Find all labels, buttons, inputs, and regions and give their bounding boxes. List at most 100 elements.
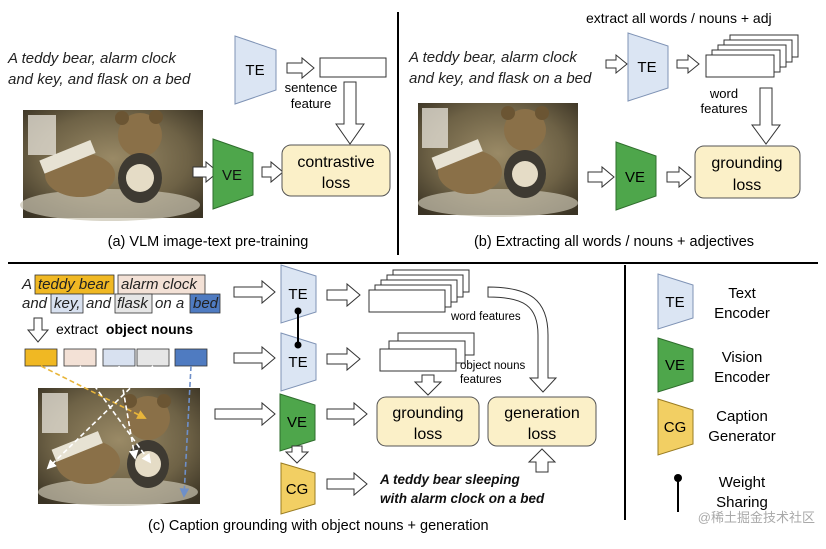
panel-c-word-features-stack xyxy=(368,269,470,313)
panel-a-arrow-feature-loss xyxy=(335,81,365,145)
panel-c-caption-a: A xyxy=(21,276,32,293)
panel-b-text-encoder xyxy=(627,32,669,102)
panel-c-text-encoder-1 xyxy=(280,264,317,324)
panel-b-word-features-line2: features xyxy=(701,101,748,116)
noun-highlight-bed xyxy=(189,293,221,314)
panel-c-noun-flask: flask xyxy=(117,295,149,312)
panel-c-generation-line1: generation xyxy=(504,405,580,422)
panel-c-ve-label: VE xyxy=(287,414,307,431)
panel-b-word-features-stack xyxy=(705,34,799,78)
panel-a-vision-encoder xyxy=(212,138,254,210)
panel-c-arrow-nouns-grounding xyxy=(413,374,443,396)
panel-c-grounding-loss-box xyxy=(376,396,480,447)
panel-c-noun-bed: bed xyxy=(193,295,219,312)
panel-b-ve-label: VE xyxy=(625,169,645,186)
panel-a-loss-line1: contrastive xyxy=(297,154,374,171)
panel-a-sentence-feature-line1: sentence xyxy=(285,80,338,95)
panel-a-arrow-ve-loss xyxy=(261,160,284,184)
noun-box-key xyxy=(102,348,136,367)
legend-weight-sharing-dot xyxy=(674,474,682,482)
panel-a-title: (a) VLM image-text pre-training xyxy=(108,234,309,250)
panel-a-caption-line2: and key, and flask on a bed xyxy=(8,71,191,88)
legend-ws-line1: Weight xyxy=(719,474,766,491)
panel-a-ve-label: VE xyxy=(222,167,242,184)
panel-c-arrow-cg-caption xyxy=(326,471,368,497)
legend-ve-label: VE xyxy=(665,357,685,374)
panel-c-generation-line2: loss xyxy=(528,426,556,443)
panel-c-arrow-te2-features xyxy=(326,346,361,372)
panel-c-cg-label: CG xyxy=(286,481,309,498)
legend-te-line2: Encoder xyxy=(714,305,770,322)
noun-box-alarm-clock xyxy=(63,348,97,367)
panel-c-image xyxy=(38,388,200,506)
panel-c-text-encoder-2 xyxy=(280,332,317,392)
panel-c-noun-key: key, xyxy=(54,295,80,312)
panel-c-word-on-a: on a xyxy=(155,295,184,312)
panel-c-word-features-label: word features xyxy=(450,311,521,323)
legend: TE Text Encoder VE Vision Encoder CG Cap… xyxy=(657,273,776,512)
panel-a-loss-line2: loss xyxy=(322,175,350,192)
noun-highlight-alarm-clock xyxy=(117,274,206,295)
legend-cg-line1: Caption xyxy=(716,408,768,425)
panel-c-extract-prefix: extract xyxy=(56,321,98,337)
panel-c-title: (c) Caption grounding with object nouns … xyxy=(148,518,489,534)
panel-b-loss-line2: loss xyxy=(733,177,761,194)
panel-c-word-and2: and xyxy=(86,295,112,312)
panel-c-caption-generator xyxy=(280,462,316,515)
panel-b: extract all words / nouns + adj A teddy … xyxy=(408,10,801,250)
panel-b-image xyxy=(418,103,578,217)
panel-c-object-nouns-line2: features xyxy=(460,374,502,386)
panel-b-arrow-ve-loss xyxy=(666,165,692,189)
panel-b-loss-line1: grounding xyxy=(711,155,782,172)
panel-a-caption-line1: A teddy bear, alarm clock xyxy=(7,50,177,67)
panel-b-caption-line2: and key, and flask on a bed xyxy=(409,70,592,87)
panel-b-word-features-line1: word xyxy=(709,86,738,101)
panel-c-grounding-line2: loss xyxy=(414,426,442,443)
panel-b-arrow-image-ve xyxy=(587,165,615,189)
panel-b-arrow-caption-te xyxy=(605,53,628,75)
legend-te-line1: Text xyxy=(728,285,756,302)
panel-c-noun-teddy-bear: teddy bear xyxy=(38,276,110,293)
panel-c-grounding-line1: grounding xyxy=(392,405,463,422)
noun-box-teddy-bear xyxy=(24,348,58,367)
legend-cg-line2: Generator xyxy=(708,428,776,445)
panel-a-sentence-feature-box xyxy=(319,57,387,78)
panel-c-arrow-extract xyxy=(26,317,50,343)
noun-highlight-key xyxy=(50,293,84,314)
panel-c-extract-bold: object nouns xyxy=(106,321,193,337)
panel-c-grounding-arrows xyxy=(40,365,192,498)
panel-a-arrow-image-ve xyxy=(192,160,219,184)
panel-a-text-encoder xyxy=(234,35,277,105)
watermark: @稀土掘金技术社区 xyxy=(698,510,815,525)
legend-ws-line2: Sharing xyxy=(716,494,768,511)
panel-c-generated-line2: with alarm clock on a bed xyxy=(380,491,545,506)
panel-b-caption-line1: A teddy bear, alarm clock xyxy=(408,49,578,66)
panel-b-te-label: TE xyxy=(637,59,656,76)
panel-c-extract-label: extract object nouns xyxy=(56,321,193,337)
panel-b-arrow-features-loss xyxy=(751,87,781,145)
panel-c-object-nouns-line1: object nouns xyxy=(460,360,525,372)
legend-text-encoder-icon xyxy=(657,273,694,330)
legend-cg-label: CG xyxy=(664,419,687,436)
panel-a-sentence-feature-line2: feature xyxy=(291,96,331,111)
noun-box-bed xyxy=(174,348,208,367)
noun-highlight-flask xyxy=(114,293,153,314)
panel-a-arrow-te-feature xyxy=(286,56,315,80)
panel-c-generated-line1: A teddy bear sleeping xyxy=(379,472,521,487)
panel-c-arrow-nouns-te xyxy=(233,345,276,371)
panel-a: A teddy bear, alarm clock and key, and f… xyxy=(7,35,391,250)
panel-c-vision-encoder xyxy=(279,393,316,452)
legend-ve-line1: Vision xyxy=(722,349,763,366)
panel-c-arrow-caption-generation xyxy=(527,448,557,473)
panel-c-te1-label: TE xyxy=(288,286,307,303)
panel-c-arrow-caption-te xyxy=(233,279,276,305)
panel-b-header: extract all words / nouns + adj xyxy=(586,10,772,26)
panel-c-arrow-te1-features xyxy=(326,282,361,308)
panel-c-te2-label: TE xyxy=(288,354,307,371)
panel-b-title: (b) Extracting all words / nouns + adjec… xyxy=(474,234,754,250)
panel-c: A teddy bear alarm clock and key, and fl… xyxy=(21,264,597,534)
panel-a-te-label: TE xyxy=(245,62,264,79)
weight-sharing-dot-top xyxy=(294,307,302,315)
panel-c-word-and1: and xyxy=(22,295,48,312)
